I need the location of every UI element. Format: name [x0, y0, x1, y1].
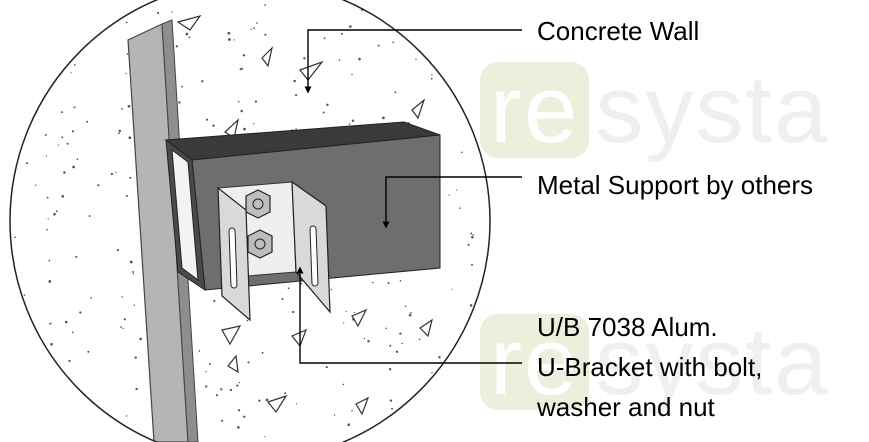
label-metal-support: Metal Support by others [537, 170, 814, 200]
label-bracket-line3: washer and nut [537, 392, 715, 422]
detail-circle-outline [9, 0, 491, 442]
leader-lines [296, 29, 522, 364]
detail-circle-content [10, 0, 490, 442]
metal-support-hollow [171, 148, 199, 282]
bolt-upper [245, 189, 271, 219]
wall-edge-strip [127, 23, 189, 442]
label-bracket-line1: U/B 7038 Alum. [537, 312, 718, 342]
leader-concrete-wall [304, 29, 522, 94]
bolt-lower [247, 229, 273, 259]
label-bracket-line2: U-Bracket with bolt, [537, 352, 763, 382]
u-bracket-right-slot [309, 225, 319, 287]
label-concrete-wall: Concrete Wall [537, 16, 700, 46]
concrete-aggregate [176, 14, 433, 416]
leader-metal-support [382, 176, 522, 229]
u-bracket-left-slot [228, 227, 238, 289]
leader-u-bracket [296, 266, 522, 364]
